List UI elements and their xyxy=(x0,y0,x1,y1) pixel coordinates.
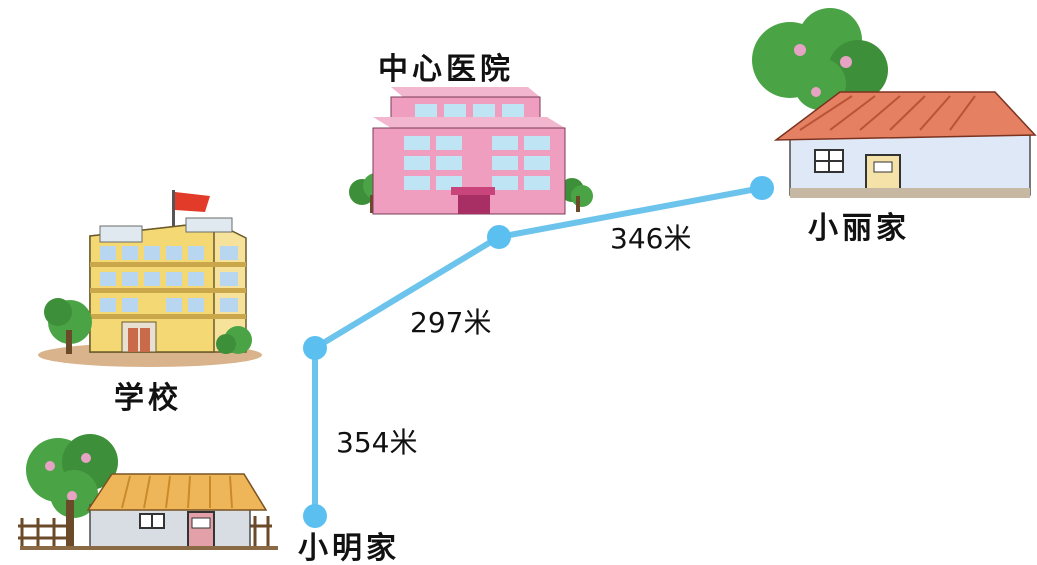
route-segment-school-hospital xyxy=(313,234,501,351)
xiaoli-home-illustration xyxy=(752,8,1037,198)
xiaoming-home-label: 小明家 xyxy=(298,531,400,565)
hospital-illustration xyxy=(349,87,593,215)
xiaoli-home-label: 小丽家 xyxy=(808,211,910,246)
xiaoming-home-illustration xyxy=(18,434,278,550)
route-node-xiaoli xyxy=(750,176,774,200)
route-node-school xyxy=(303,336,327,360)
route-path xyxy=(303,176,774,528)
school-label: 学校 xyxy=(114,381,182,416)
route-node-hospital xyxy=(487,225,511,249)
route-segment-hospital-xiaoli xyxy=(498,185,763,240)
school-illustration xyxy=(38,190,262,367)
hospital-label: 中心医院 xyxy=(378,52,514,87)
route-node-xiaoming xyxy=(303,504,327,528)
distance-label-school-hospital: 297米 xyxy=(410,306,491,339)
distance-label-xiaoming-school: 354米 xyxy=(336,426,417,459)
distance-label-hospital-xiaoli: 346米 xyxy=(610,222,691,255)
